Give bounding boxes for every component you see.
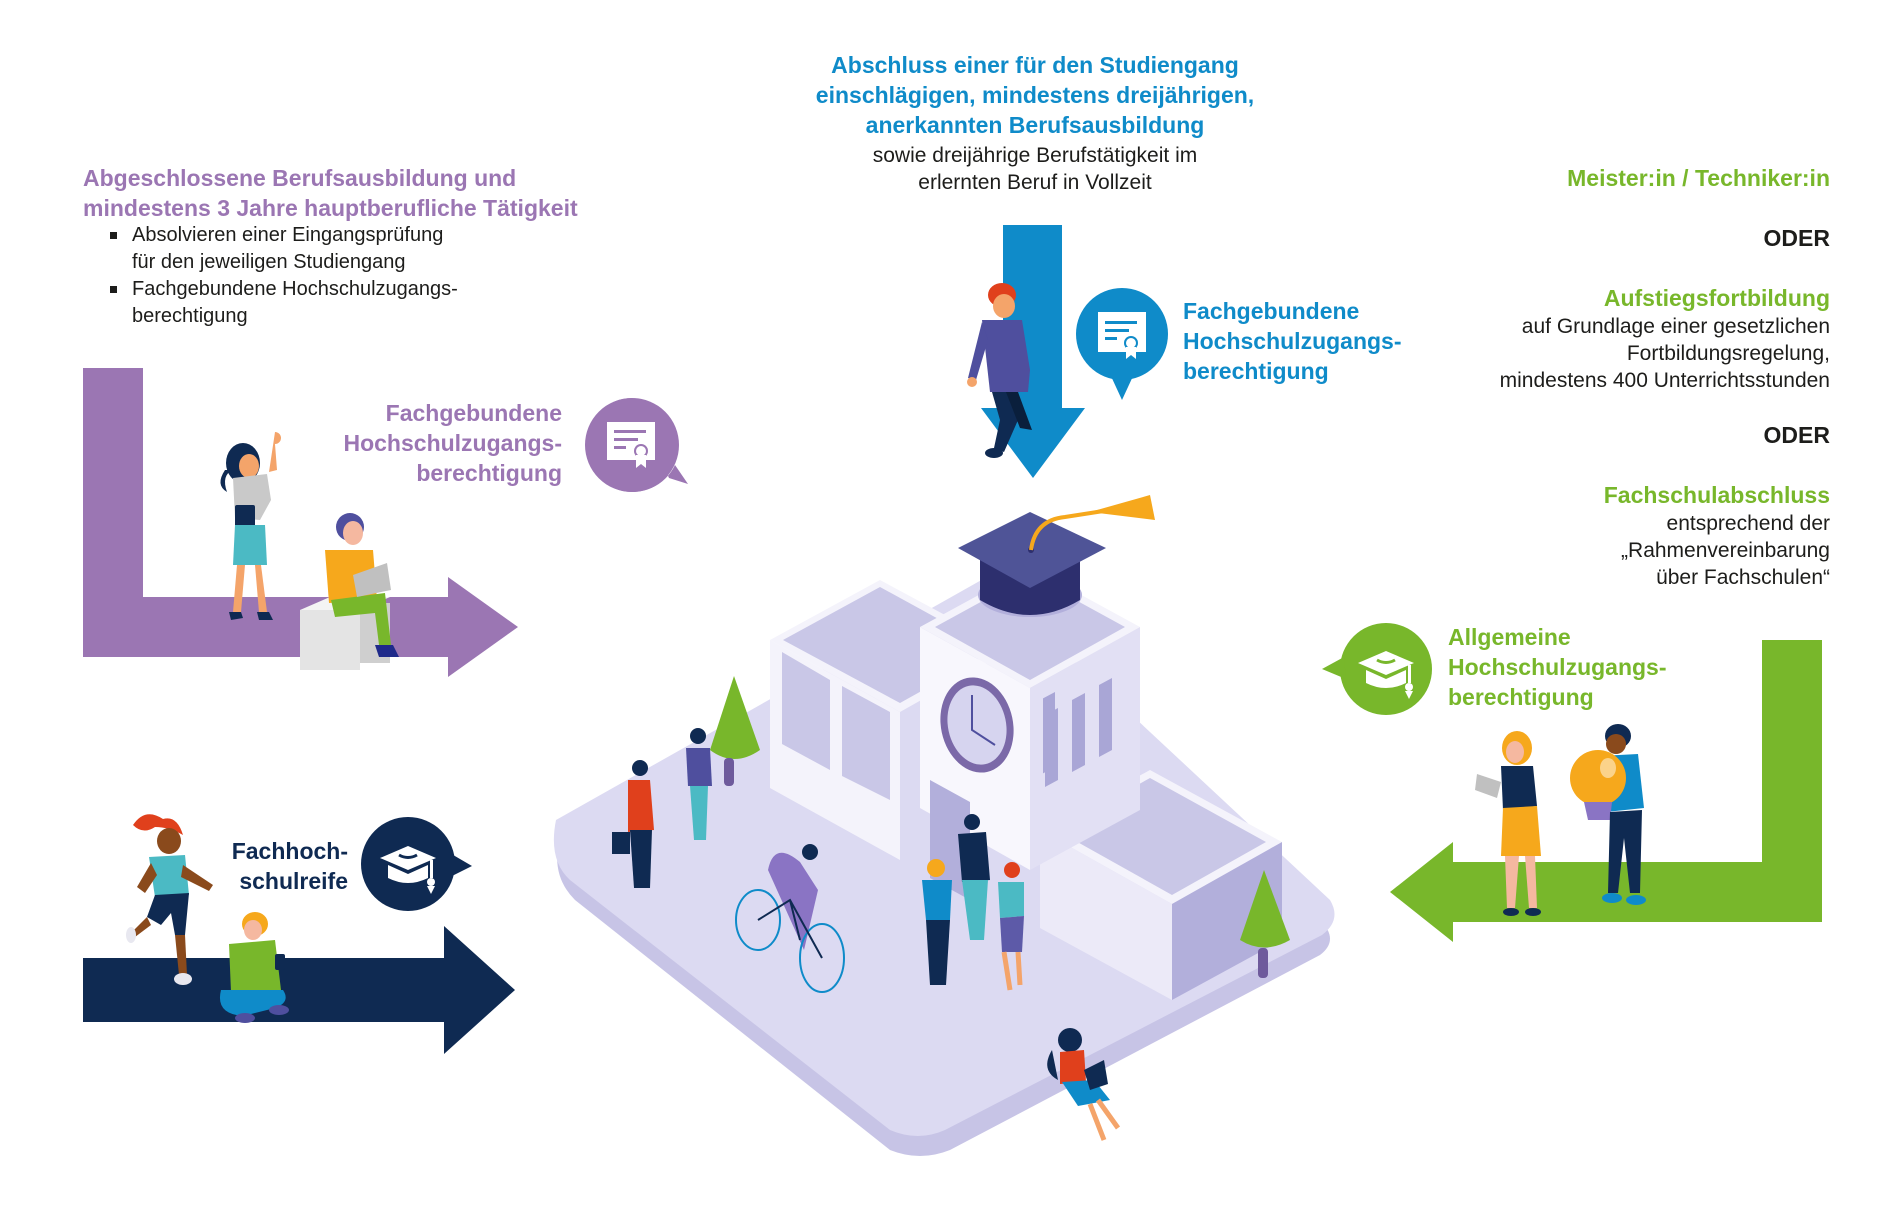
bullet-text: für den jeweiligen Studiengang xyxy=(132,251,406,273)
blue-heading-line: einschlägigen, mindestens dreijährigen, xyxy=(815,82,1255,108)
purple-result-label: Fachgebundene Hochschulzugangs- berechti… xyxy=(300,398,562,488)
option-desc: Fortbildungsregelung, xyxy=(1626,342,1830,365)
man-laptop-illustration xyxy=(300,513,399,670)
result-line: berechtigung xyxy=(416,460,562,486)
purple-path-heading: Abgeschlossene Berufsausbildung und mind… xyxy=(83,163,683,223)
result-line: Fachgebundene xyxy=(385,400,562,426)
man-walking-illustration xyxy=(967,283,1032,458)
bullet-text: Fachgebundene Hochschulzugangs- xyxy=(132,278,458,300)
or-separator: ODER xyxy=(1763,422,1830,448)
option-desc: entsprechend der xyxy=(1666,512,1830,535)
navy-result-label: Fachhoch- schulreife xyxy=(190,836,348,896)
option-desc: mindestens 400 Unterrichtsstunden xyxy=(1499,369,1830,392)
option-desc: „Rahmenvereinbarung xyxy=(1621,539,1830,562)
bullet-text: Absolvieren einer Eingangsprüfung xyxy=(132,224,444,246)
blue-sub-line: sowie dreijährige Berufstätigkeit im xyxy=(872,144,1198,167)
result-line: berechtigung xyxy=(1183,358,1329,384)
blue-heading-line: Abschluss einer für den Studiengang xyxy=(831,52,1239,78)
graduation-cap-icon xyxy=(1322,623,1432,715)
result-line: Fachgebundene xyxy=(1183,298,1360,324)
or-separator: ODER xyxy=(1763,225,1830,251)
purple-heading-line: Abgeschlossene Berufsausbildung und xyxy=(83,165,517,191)
requirement-bullet: Fachgebundene Hochschulzugangs- berechti… xyxy=(88,276,608,330)
blue-path-heading: Abschluss einer für den Studiengang eins… xyxy=(755,50,1315,140)
result-line: Fachhoch- xyxy=(231,838,348,864)
option-desc: auf Grundlage einer gesetzlichen xyxy=(1521,315,1830,338)
option-title: Meister:in / Techniker:in xyxy=(1567,165,1830,191)
bullet-text: berechtigung xyxy=(132,305,248,327)
woman-laptop-illustration xyxy=(1475,731,1541,916)
blue-sub-line: erlernten Beruf in Vollzeit xyxy=(918,171,1152,194)
result-line: Hochschulzugangs- xyxy=(343,430,562,456)
option-desc: über Fachschulen“ xyxy=(1656,566,1830,589)
blue-result-label: Fachgebundene Hochschulzugangs- berechti… xyxy=(1183,296,1483,386)
option-title: Aufstiegsfortbildung xyxy=(1603,285,1830,311)
result-line: berechtigung xyxy=(1448,684,1594,710)
blue-path-subtext: sowie dreijährige Berufstätigkeit im erl… xyxy=(755,142,1315,196)
woman-cheering-illustration xyxy=(220,432,281,620)
result-line: schulreife xyxy=(239,868,348,894)
purple-requirements-list: Absolvieren einer Eingangsprüfung für de… xyxy=(88,222,608,330)
result-line: Hochschulzugangs- xyxy=(1448,654,1667,680)
option-title: Fachschulabschluss xyxy=(1603,482,1830,508)
result-line: Hochschulzugangs- xyxy=(1183,328,1402,354)
man-lightbulb-illustration xyxy=(1570,724,1646,905)
result-line: Allgemeine xyxy=(1448,624,1571,650)
green-result-label: Allgemeine Hochschulzugangs- berechtigun… xyxy=(1448,622,1748,712)
blue-heading-line: anerkannten Berufsausbildung xyxy=(865,112,1205,138)
certificate-icon xyxy=(585,398,688,492)
man-sitting-phone-illustration xyxy=(219,912,289,1023)
certificate-icon xyxy=(1076,288,1168,400)
purple-heading-line: mindestens 3 Jahre hauptberufliche Tätig… xyxy=(83,195,578,221)
woman-running-illustration xyxy=(126,814,213,985)
people-group xyxy=(612,728,1121,1141)
requirement-bullet: Absolvieren einer Eingangsprüfung für de… xyxy=(88,222,608,276)
graduation-cap-icon xyxy=(361,817,472,911)
green-path-options: Meister:in / Techniker:in ODER Aufstiegs… xyxy=(1430,163,1830,591)
